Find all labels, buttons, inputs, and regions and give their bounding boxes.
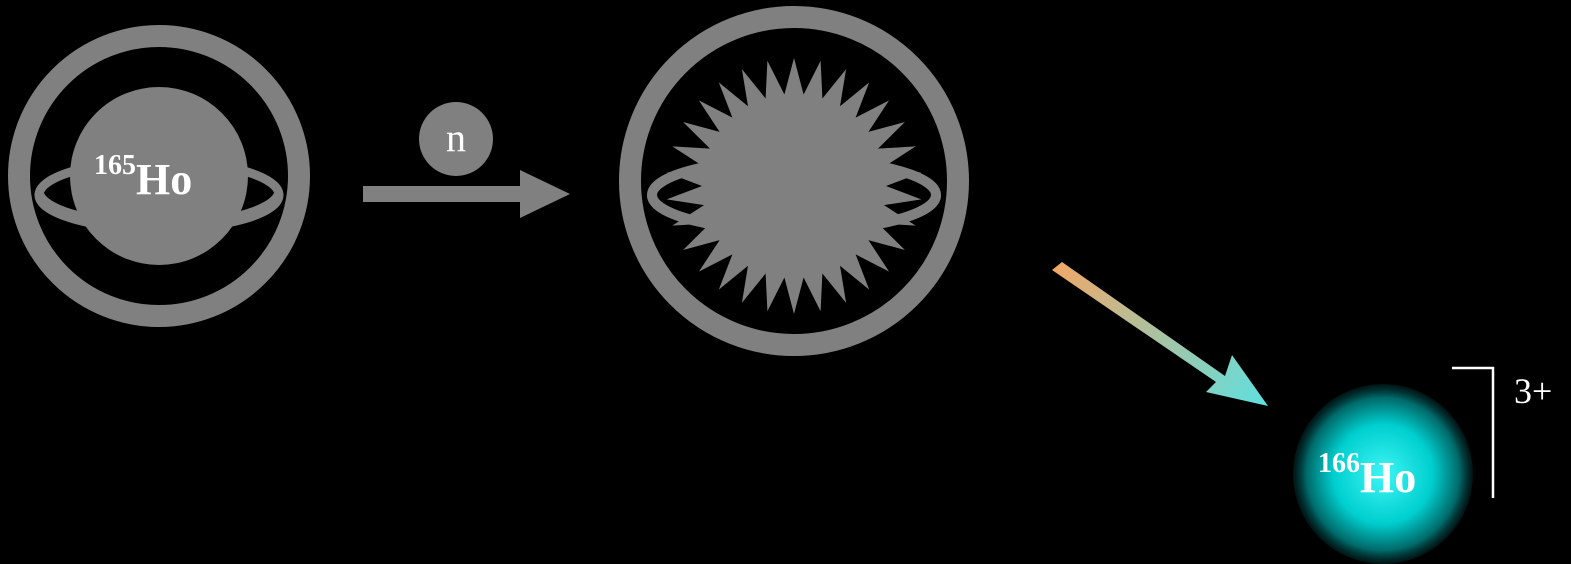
decay-arrow (1052, 262, 1268, 406)
ho166-mass-number: 166 (1318, 448, 1360, 479)
arrow-shaft (363, 186, 525, 202)
ho165-label: 165Ho (94, 154, 192, 205)
ion-charge: 3+ (1514, 370, 1552, 412)
excited-atom (630, 17, 958, 345)
ho165-element-symbol: Ho (136, 155, 192, 204)
ho166-element-symbol: Ho (1360, 453, 1416, 502)
arrow-head (520, 170, 570, 218)
ho166-label: 166Ho (1318, 452, 1416, 503)
ho165-mass-number: 165 (94, 150, 136, 181)
decay-arrow-body (1052, 262, 1268, 406)
neutron-symbol: n (420, 110, 492, 166)
excited-nucleus-starburst (667, 58, 922, 314)
